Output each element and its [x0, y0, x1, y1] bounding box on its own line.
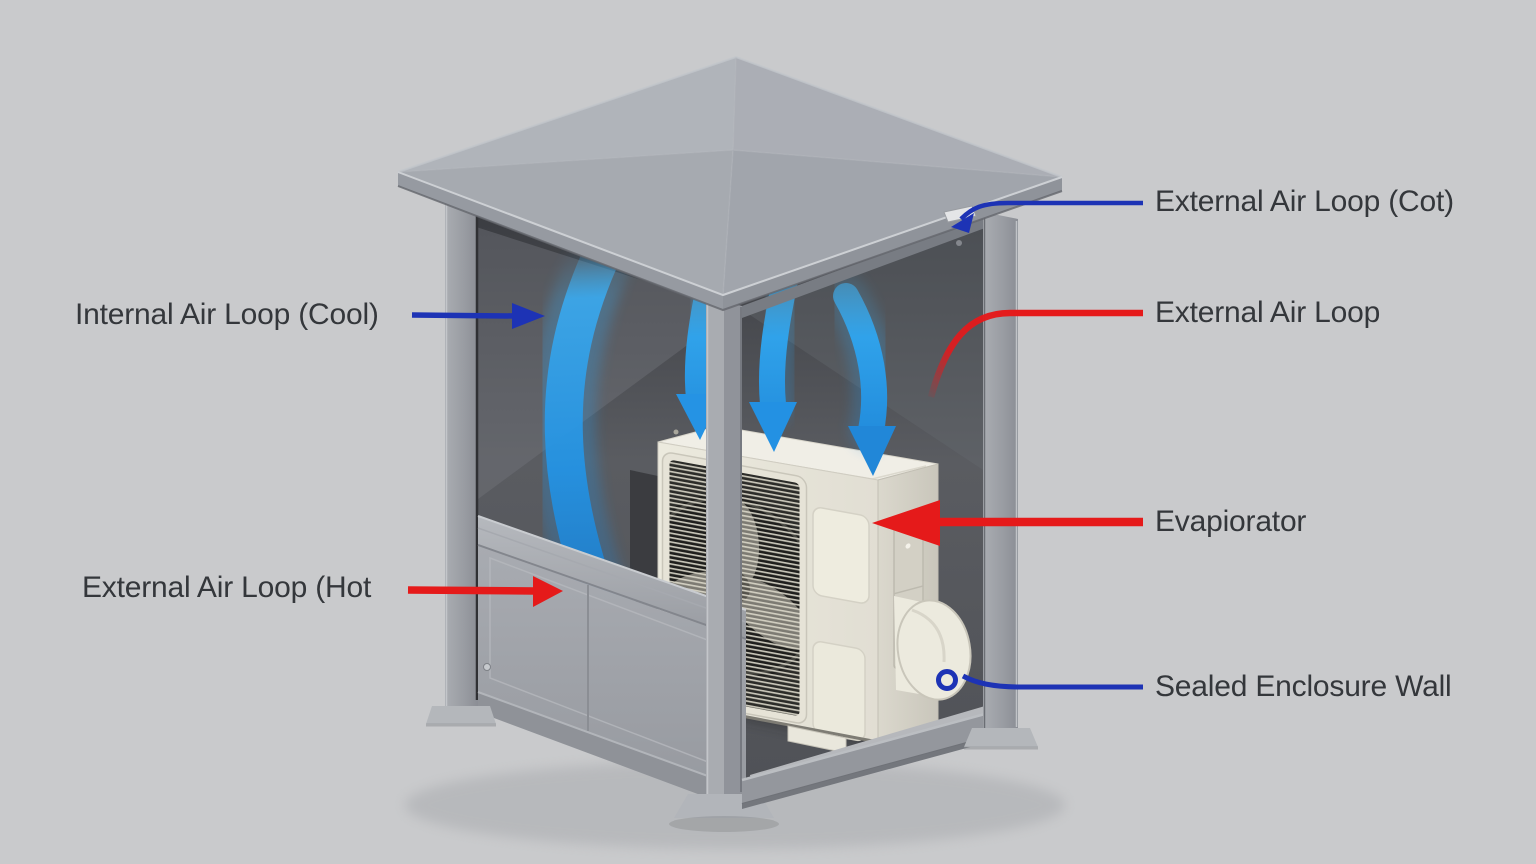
- label-external-air-loop-cot: External Air Loop (Cot): [1155, 185, 1454, 218]
- leader-external-air-loop: [927, 309, 1143, 398]
- wall-mid-rail: [478, 516, 746, 640]
- label-evaporator: Evapiorator: [1155, 505, 1307, 538]
- label-external-air-loop: External Air Loop: [1155, 296, 1381, 329]
- roof: [397, 55, 1063, 312]
- leader-sealed-enclosure-wall: [936, 669, 1143, 691]
- right-frame: [741, 212, 1038, 809]
- label-sealed-enclosure-wall: Sealed Enclosure Wall: [1155, 670, 1452, 703]
- annotations: [407, 200, 1143, 691]
- airflow-arrow-3: [824, 274, 897, 476]
- wall-bottom-rail: [478, 692, 746, 812]
- right-foot-pad: [964, 728, 1038, 747]
- label-external-air-loop-hot: External Air Loop (Hot: [82, 571, 372, 604]
- left-corner-post: [445, 203, 478, 712]
- base-rail: [742, 714, 985, 804]
- arrow-external-air-loop-hot: [407, 576, 563, 607]
- front-corner-post: [669, 296, 779, 832]
- arrow-internal-air-loop-cool: [411, 303, 545, 329]
- panel-screw: [483, 663, 491, 671]
- top-rail: [742, 216, 985, 318]
- right-corner-post: [983, 212, 1018, 734]
- roof-latch: [943, 205, 977, 223]
- enclosure-left-wall: [426, 203, 747, 812]
- roof-edge-left: [398, 172, 723, 310]
- label-internal-air-loop-cool: Internal Air Loop (Cool): [75, 298, 379, 331]
- wall-lower-panels: [478, 546, 746, 790]
- leader-external-air-loop-cot: [951, 200, 1143, 233]
- latch-screw: [956, 240, 962, 246]
- arrow-evaporator: [872, 500, 1143, 546]
- roof-edge-right: [723, 177, 1062, 310]
- left-foot-pad: [426, 706, 496, 724]
